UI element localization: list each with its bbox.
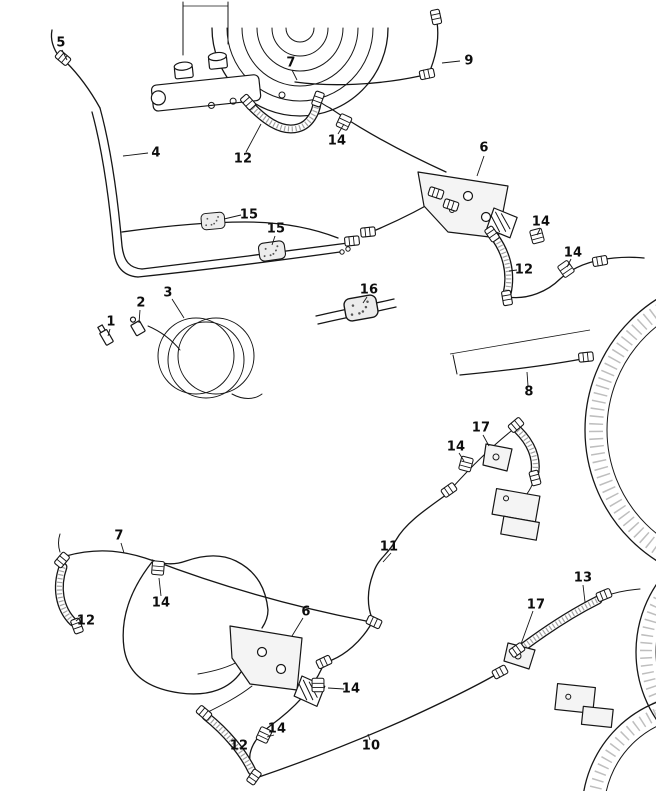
- callout-10: 10: [361, 738, 381, 754]
- fitting-2: [129, 316, 146, 337]
- callout-12-lower: 12: [76, 613, 96, 629]
- grommet-15-2: [257, 239, 287, 263]
- bracket-6-lower: [229, 625, 327, 708]
- bracket-17-upper: [482, 443, 541, 541]
- callout-6-lower: 6: [301, 604, 311, 620]
- coiled-brake-pipe-3: [147, 317, 263, 399]
- callout-14-6: 14: [341, 681, 361, 697]
- hose-12-upper: [245, 98, 322, 134]
- grommet-16: [342, 293, 380, 323]
- callout-14-5: 14: [151, 595, 171, 611]
- callout-leader-lines: [61, 49, 586, 749]
- wheel-housing-arc-mid: [584, 298, 656, 562]
- front-brake-pipes: [50, 21, 645, 325]
- callout-14-4: 14: [446, 439, 466, 455]
- callout-15-1: 15: [239, 207, 259, 223]
- callout-12-right: 12: [514, 262, 534, 278]
- hose-17-mid: [513, 425, 540, 477]
- callout-14-2: 14: [531, 214, 551, 230]
- wheel-housing-arc-lower: [635, 583, 656, 721]
- callout-2: 2: [136, 295, 146, 311]
- hose-12-bottom: [201, 711, 257, 776]
- grommet-15-1: [200, 211, 226, 231]
- callout-13: 13: [573, 570, 593, 586]
- pipe-fittings: [53, 8, 613, 787]
- callout-1: 1: [106, 314, 116, 330]
- hose-13: [517, 595, 603, 653]
- callout-17-lower: 17: [526, 597, 546, 613]
- brake-pipe-8: [449, 329, 591, 376]
- hose-12-lower-left: [54, 562, 78, 627]
- callout-16: 16: [359, 282, 379, 298]
- callout-8: 8: [524, 384, 534, 400]
- bracket-17-lower: [503, 642, 614, 729]
- rear-brake-pipes: [58, 427, 641, 779]
- callout-17-upper: 17: [471, 420, 491, 436]
- callout-14-1: 14: [327, 133, 347, 149]
- bleeder-valve-1: [97, 324, 114, 346]
- callout-7-lower: 7: [114, 528, 124, 544]
- callout-11: 11: [379, 539, 399, 555]
- callout-5: 5: [56, 35, 66, 51]
- callout-6-upper: 6: [479, 140, 489, 156]
- callout-9: 9: [464, 53, 474, 69]
- callout-15-2: 15: [266, 221, 286, 237]
- callout-12-upper: 12: [233, 151, 253, 167]
- callout-14-3: 14: [563, 245, 583, 261]
- bracket-6-upper: [417, 171, 519, 239]
- hose-12-right: [489, 231, 514, 299]
- callout-3: 3: [163, 285, 173, 301]
- callout-4: 4: [151, 145, 161, 161]
- callout-7-upper: 7: [286, 55, 296, 71]
- master-cylinder: [150, 51, 262, 112]
- callout-12-bottom: 12: [229, 738, 249, 754]
- callout-14-7: 14: [267, 721, 287, 737]
